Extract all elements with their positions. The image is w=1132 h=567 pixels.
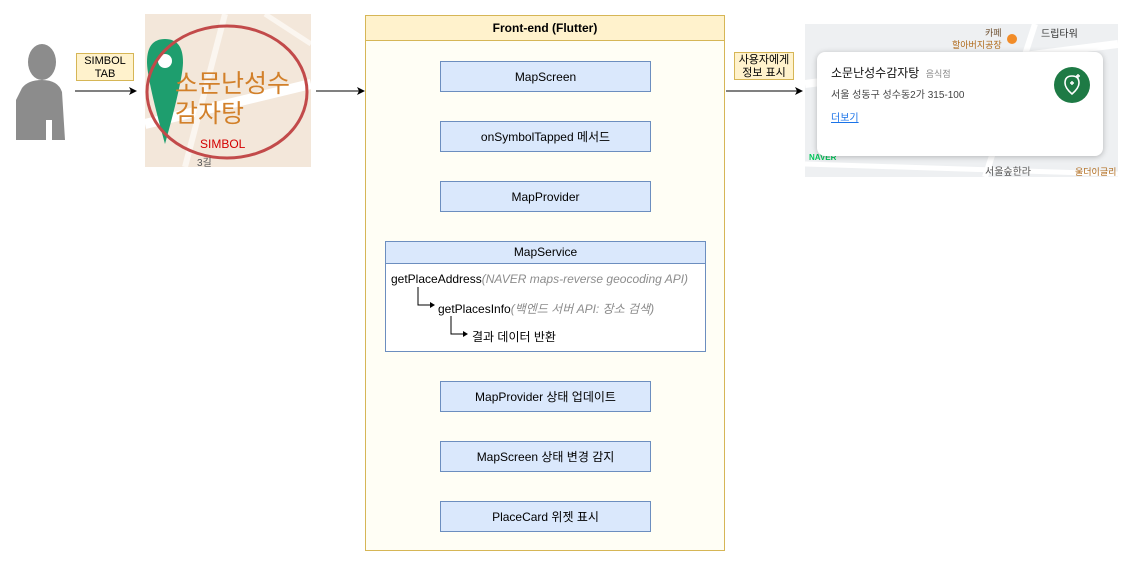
node-map-provider: MapProvider bbox=[440, 181, 651, 212]
node-map-service: MapService getPlaceAddress(NAVER maps-re… bbox=[385, 241, 706, 352]
service-step-get-place-address: getPlaceAddress(NAVER maps-reverse geoco… bbox=[391, 272, 688, 286]
node-on-symbol-tapped: onSymbolTapped 메서드 bbox=[440, 121, 651, 152]
step2-note: (백엔드 서버 API: 장소 검색) bbox=[510, 302, 655, 316]
symbol-place-name-line2: 감자탕 bbox=[175, 100, 245, 128]
bg-label-tower: 드립타워 bbox=[1041, 29, 1078, 40]
tap-label: SIMBOL TAB bbox=[76, 53, 134, 81]
tree-connector-1 bbox=[417, 287, 435, 308]
symbol-map-image: 소문난성수 감자탕 SIMBOL 3길 bbox=[145, 14, 311, 167]
node-provider-update: MapProvider 상태 업데이트 bbox=[440, 381, 651, 412]
symbol-annotation: SIMBOL bbox=[200, 137, 246, 151]
display-label-line1: 사용자에게 bbox=[738, 54, 790, 66]
display-label-line2: 정보 표시 bbox=[742, 67, 786, 79]
symbol-place-name-line1: 소문난성수 bbox=[175, 70, 291, 98]
service-step-return-result: 결과 데이터 반환 bbox=[472, 330, 556, 344]
symbol-map-fragment: 3길 bbox=[197, 158, 212, 167]
user-silhouette-icon bbox=[16, 44, 65, 140]
add-location-button[interactable] bbox=[1054, 67, 1090, 103]
frontend-title: Front-end (Flutter) bbox=[366, 16, 724, 41]
bg-label-cafe: 카페 bbox=[985, 28, 1002, 38]
tap-label-line1: SIMBOL bbox=[84, 55, 126, 67]
naver-logo: NAVER bbox=[809, 153, 837, 162]
service-step-get-places-info: getPlacesInfo(백엔드 서버 API: 장소 검색) bbox=[438, 300, 654, 317]
tap-label-line2: TAB bbox=[94, 68, 116, 80]
step2-label: getPlacesInfo bbox=[438, 302, 511, 316]
map-service-title: MapService bbox=[386, 242, 705, 264]
symbol-map-roads bbox=[145, 14, 311, 167]
place-address: 서울 성동구 성수동2가 315-100 bbox=[831, 90, 965, 101]
add-location-icon bbox=[1064, 74, 1080, 96]
map-pin-icon bbox=[147, 39, 183, 144]
node-place-card: PlaceCard 위젯 표시 bbox=[440, 501, 651, 532]
step1-label: getPlaceAddress bbox=[391, 272, 482, 286]
place-name: 소문난성수감자탕 bbox=[831, 66, 920, 80]
place-title-row: 소문난성수감자탕 음식점 bbox=[831, 64, 951, 82]
node-map-screen: MapScreen bbox=[440, 61, 651, 92]
more-link[interactable]: 더보기 bbox=[831, 113, 859, 124]
bg-label-cafe-name: 할아버지공장 bbox=[952, 40, 1002, 50]
display-label: 사용자에게 정보 표시 bbox=[734, 52, 794, 80]
place-category: 음식점 bbox=[925, 69, 951, 79]
step1-note: (NAVER maps-reverse geocoding API) bbox=[481, 272, 689, 286]
node-screen-detect: MapScreen 상태 변경 감지 bbox=[440, 441, 651, 472]
place-card[interactable]: 소문난성수감자탕 음식점 서울 성동구 성수동2가 315-100 더보기 bbox=[817, 52, 1103, 156]
bg-label-right-place: 울더이글리 bbox=[1075, 167, 1117, 177]
bg-label-seoul-place: 서울숲한라 bbox=[985, 167, 1031, 177]
tree-connector-2 bbox=[450, 316, 468, 337]
